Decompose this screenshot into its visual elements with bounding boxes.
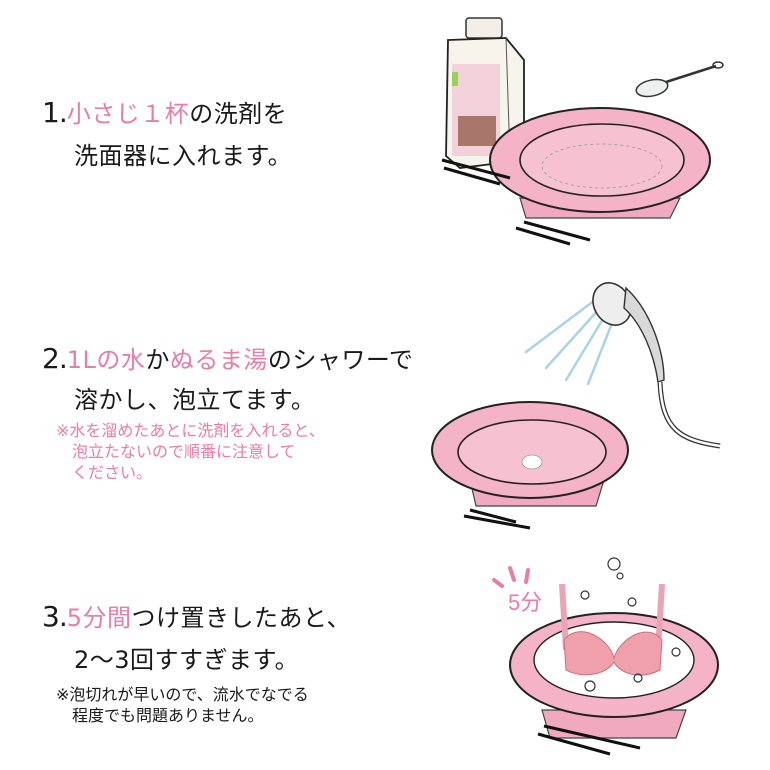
detergent-bottle-spoon-basin-illustration	[430, 10, 740, 250]
note-line: ※水を溜めたあとに洗剤を入れると、	[56, 421, 325, 440]
note-line: ※泡切れが早いので、流水でなでる	[56, 685, 309, 704]
note-line: ください。	[56, 463, 153, 482]
step-number: 3.	[42, 600, 68, 633]
step-3-line-1: 3.5分間つけ置きしたあと、	[42, 598, 351, 633]
sparkle-icon	[492, 566, 530, 588]
step-3-line-2: 2〜3回すすぎます。	[74, 646, 300, 674]
bubble-icon	[580, 557, 681, 692]
note-line: 程度でも問題ありません。	[56, 706, 264, 725]
detergent-powder-icon	[521, 454, 543, 470]
shower-head-basin-illustration	[420, 270, 740, 530]
pink-basin-icon	[509, 612, 719, 739]
pink-basin-icon	[431, 401, 629, 507]
step-1-line-1: 1.小さじ１杯の洗剤を	[42, 94, 287, 129]
timer-badge: 5分	[508, 590, 542, 615]
measuring-spoon-icon	[635, 61, 724, 98]
step-number: 1.	[42, 96, 68, 129]
bra-icon	[559, 583, 665, 676]
bra-soaking-basin-illustration: 5分	[480, 550, 730, 765]
highlight-text: ぬるま湯	[169, 346, 268, 374]
pink-basin-icon	[489, 107, 711, 219]
highlight-text: 小さじ１杯	[66, 100, 190, 128]
step-2-line-1: 2.1Lの水かぬるま湯のシャワーで	[42, 340, 413, 375]
step-2-note: ※水を溜めたあとに洗剤を入れると、 泡立たないので順番に注意して ください。	[56, 420, 325, 483]
step-1-line-2: 洗面器に入れます。	[74, 142, 293, 170]
highlight-text: 5分間	[66, 604, 132, 632]
highlight-text: 1Lの水	[66, 346, 146, 374]
step-number: 2.	[42, 342, 68, 375]
step-3-note: ※泡切れが早いので、流水でなでる 程度でも問題ありません。	[56, 684, 309, 726]
water-spray-icon	[524, 298, 616, 386]
step-2-line-2: 溶かし、泡立てます。	[74, 386, 316, 414]
body-text: のシャワーで	[267, 346, 414, 374]
body-text: の洗剤を	[189, 100, 288, 128]
shower-head-icon	[592, 282, 721, 449]
body-text: つけ置きしたあと、	[131, 604, 352, 632]
body-text: か	[145, 346, 170, 374]
note-line: 泡立たないので順番に注意して	[56, 442, 296, 461]
